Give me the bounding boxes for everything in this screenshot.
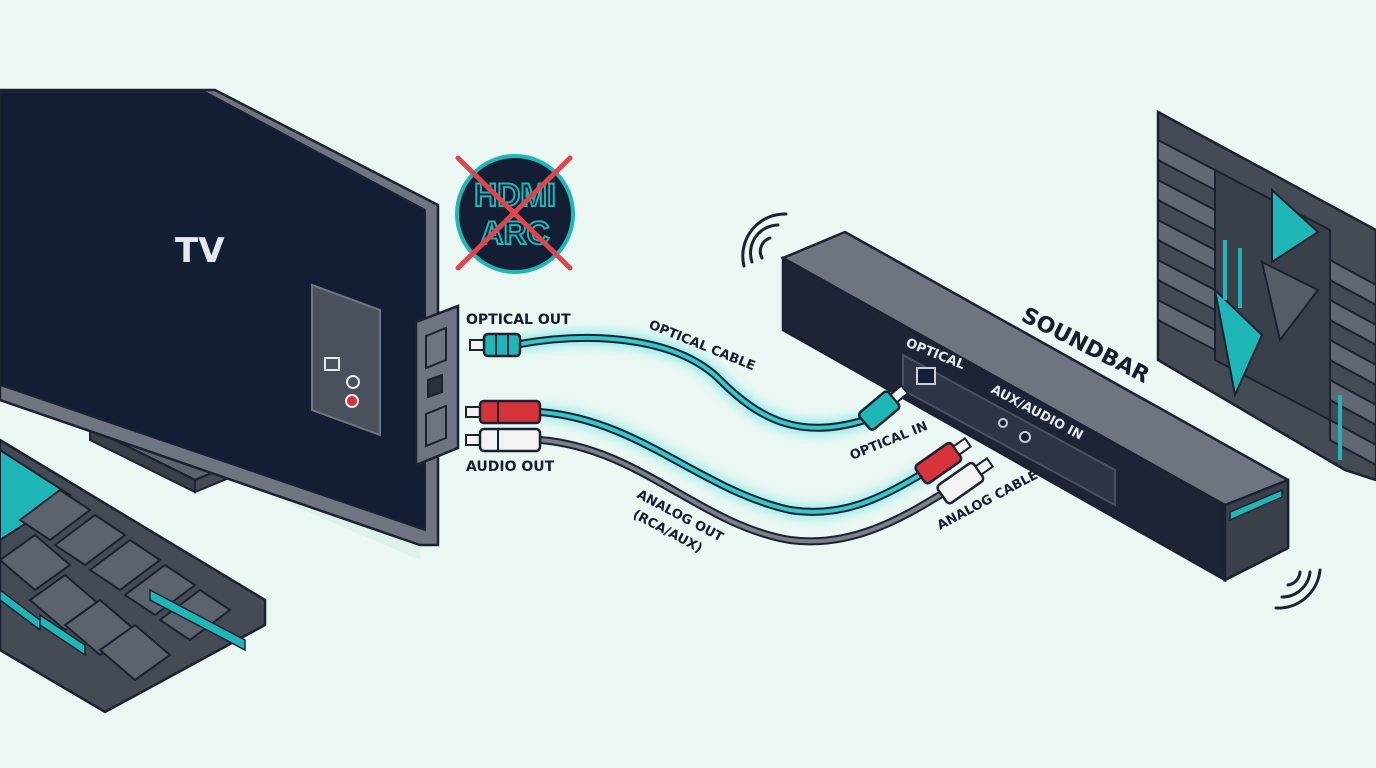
optical-connector-tv (469, 332, 522, 358)
rca-connectors-soundbar (914, 437, 995, 505)
tv-port-round (346, 375, 360, 389)
rca-connectors-tv (465, 399, 542, 453)
optical-port (427, 373, 443, 399)
hdmi-port-1 (425, 326, 447, 370)
tv-label: TV (175, 231, 225, 271)
acoustic-panel-right (1156, 109, 1376, 482)
soundbar-aux-port-b (1019, 431, 1031, 443)
sound-waves-icon-right (1274, 568, 1322, 610)
tv-port-panel (311, 283, 381, 437)
no-hdmi-arc-icon: HDMI ARC (455, 154, 575, 274)
sound-waves-icon (741, 212, 788, 268)
cables (518, 331, 951, 546)
tv-port-usb (324, 357, 340, 371)
cross-line-b (455, 155, 573, 271)
tv: TV (0, 88, 440, 547)
soundbar-port-panel (902, 353, 1116, 507)
soundbar-aux-port-a (998, 418, 1008, 428)
soundbar-optical-port (916, 367, 936, 385)
optical-connector-soundbar (857, 384, 910, 431)
audio-out-label: AUDIO OUT (466, 459, 555, 475)
soundbar: OPTICAL AUX/AUDIO IN (780, 230, 1290, 583)
hdmi-port-2 (425, 404, 447, 448)
acoustic-panel-left (0, 438, 267, 714)
optical-out-label: OPTICAL OUT (466, 312, 571, 328)
tv-port-red (345, 394, 359, 408)
tv-side-io-panel (414, 304, 460, 467)
